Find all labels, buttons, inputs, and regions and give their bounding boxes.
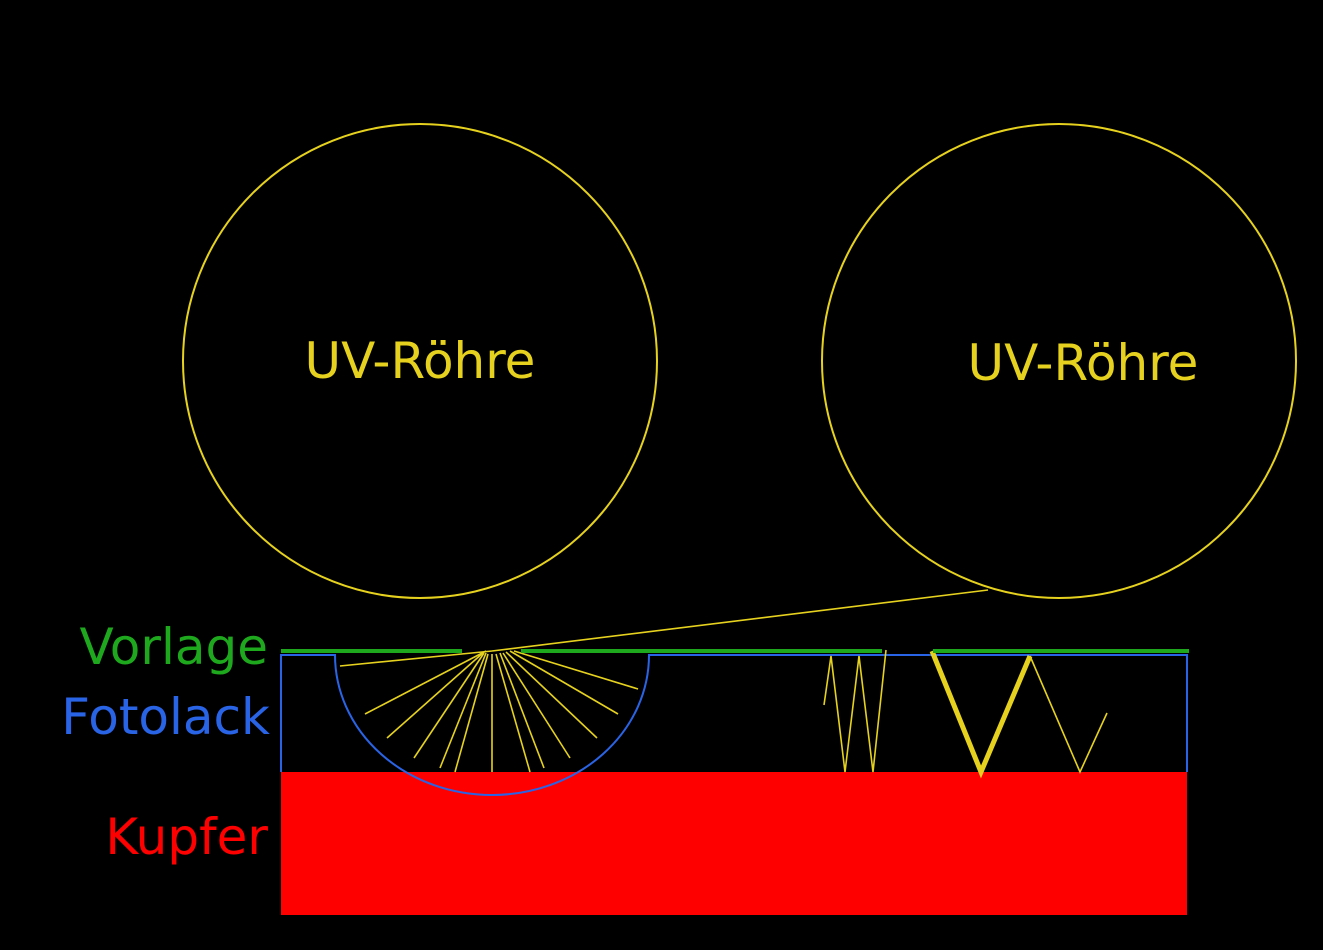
ray-fan-1: [339, 650, 493, 667]
ray-v-thin: [1029, 655, 1108, 774]
uv-light-rays: [339, 589, 1108, 779]
ray-fan-2: [364, 650, 487, 715]
kupfer-layer: [281, 772, 1187, 915]
uv-tube-right: [821, 123, 1297, 599]
uv-tube-right-label: UV-Röhre: [968, 334, 1199, 392]
fotolack-layer: [280, 654, 1188, 796]
ray-fan-11: [505, 651, 598, 739]
ray-fan-3: [386, 651, 485, 739]
ray-main: [491, 589, 989, 652]
ray-fan-13: [513, 650, 639, 690]
ray-fan-4: [413, 652, 485, 759]
ray-fan-10: [502, 652, 571, 759]
ray-fan-12: [509, 650, 619, 715]
ray-fan-9: [499, 652, 545, 769]
ray-fan-5: [439, 652, 487, 769]
label-vorlage: Vorlage: [79, 618, 268, 676]
uv-tube-left-label: UV-Röhre: [305, 332, 536, 390]
ray-zigzag-reflection: [823, 649, 887, 773]
ray-v-thick: [929, 650, 1033, 779]
ray-fan-8: [495, 653, 531, 773]
ray-fan-6: [454, 653, 489, 773]
uv-tube-left: [182, 123, 658, 599]
label-kupfer: Kupfer: [105, 808, 268, 866]
label-fotolack: Fotolack: [61, 688, 270, 746]
